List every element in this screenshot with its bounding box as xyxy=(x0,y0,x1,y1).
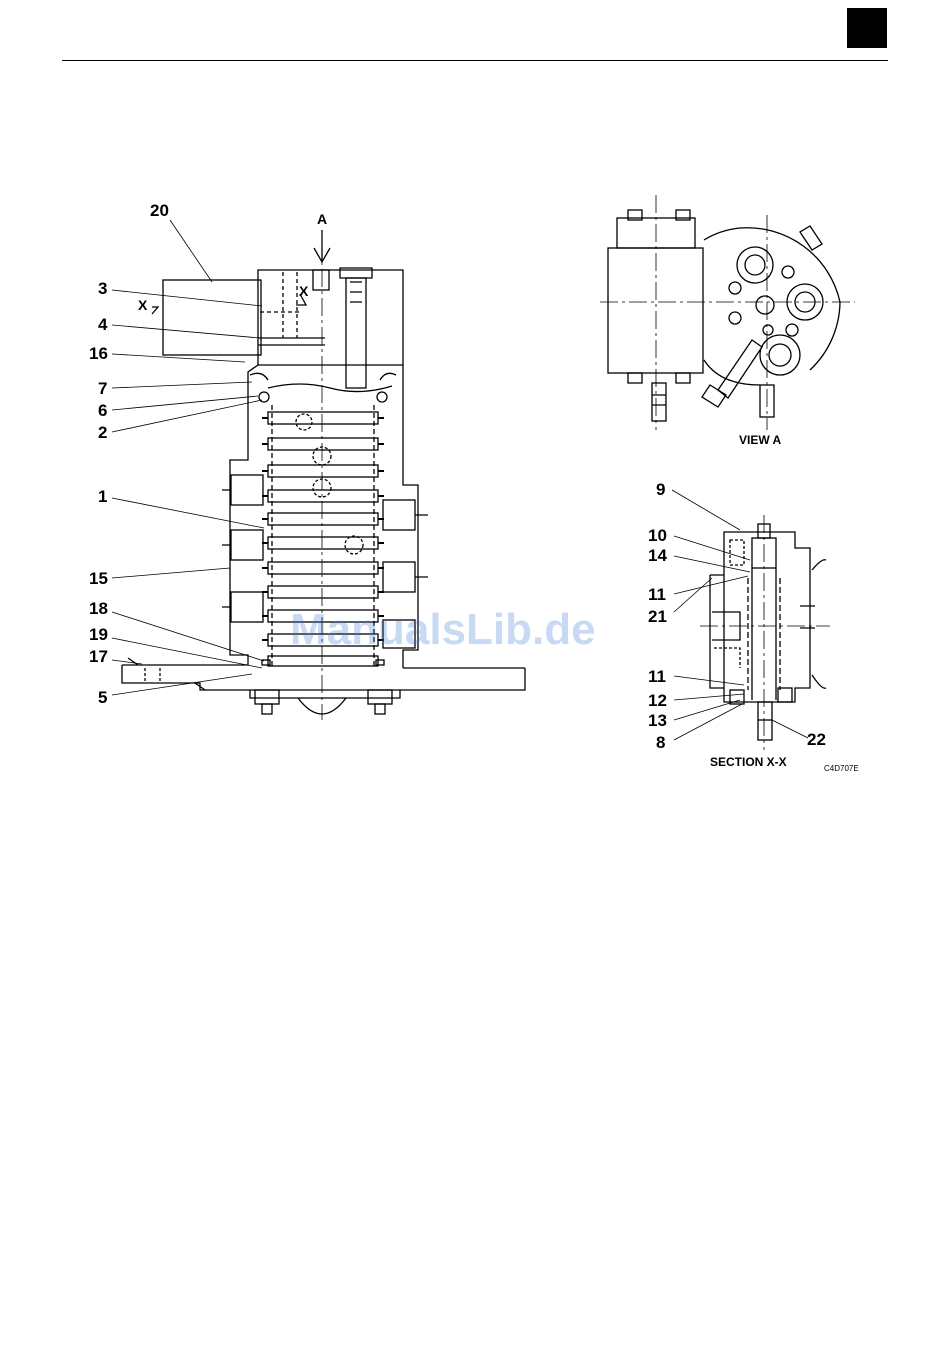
view-a-caption: VIEW A xyxy=(739,433,782,447)
callout-4: 4 xyxy=(98,315,108,334)
callout-17: 17 xyxy=(89,647,108,666)
callout-21: 21 xyxy=(648,607,667,626)
callout-11-lower: 11 xyxy=(648,667,666,686)
callout-19: 19 xyxy=(89,625,108,644)
callout-22: 22 xyxy=(807,730,826,749)
callout-12: 12 xyxy=(648,691,667,710)
callout-6: 6 xyxy=(98,401,107,420)
section-marker-right: X xyxy=(299,283,309,299)
watermark: ManualsLib.de xyxy=(290,605,596,654)
main-view-leaders xyxy=(112,220,264,695)
callout-1: 1 xyxy=(98,487,107,506)
callout-13: 13 xyxy=(648,711,667,730)
callout-2: 2 xyxy=(98,423,107,442)
callout-18: 18 xyxy=(89,599,108,618)
view-a-marker: A xyxy=(317,211,327,227)
callout-9: 9 xyxy=(656,480,665,499)
callout-16: 16 xyxy=(89,344,108,363)
callout-20: 20 xyxy=(150,201,169,220)
callout-3: 3 xyxy=(98,279,107,298)
view-a-drawing xyxy=(600,195,855,430)
callout-11-upper: 11 xyxy=(648,585,666,604)
callout-15: 15 xyxy=(89,569,108,588)
callout-14: 14 xyxy=(648,546,667,565)
callout-5: 5 xyxy=(98,688,107,707)
callout-10: 10 xyxy=(648,526,667,545)
figure-code: C4D707E xyxy=(824,764,859,773)
section-xx-caption: SECTION X-X xyxy=(710,755,787,769)
callout-8: 8 xyxy=(656,733,665,752)
section-marker-left: X xyxy=(138,297,148,313)
callout-7: 7 xyxy=(98,379,107,398)
section-xx-callouts: 9 10 14 11 21 11 12 13 8 22 xyxy=(648,480,826,752)
